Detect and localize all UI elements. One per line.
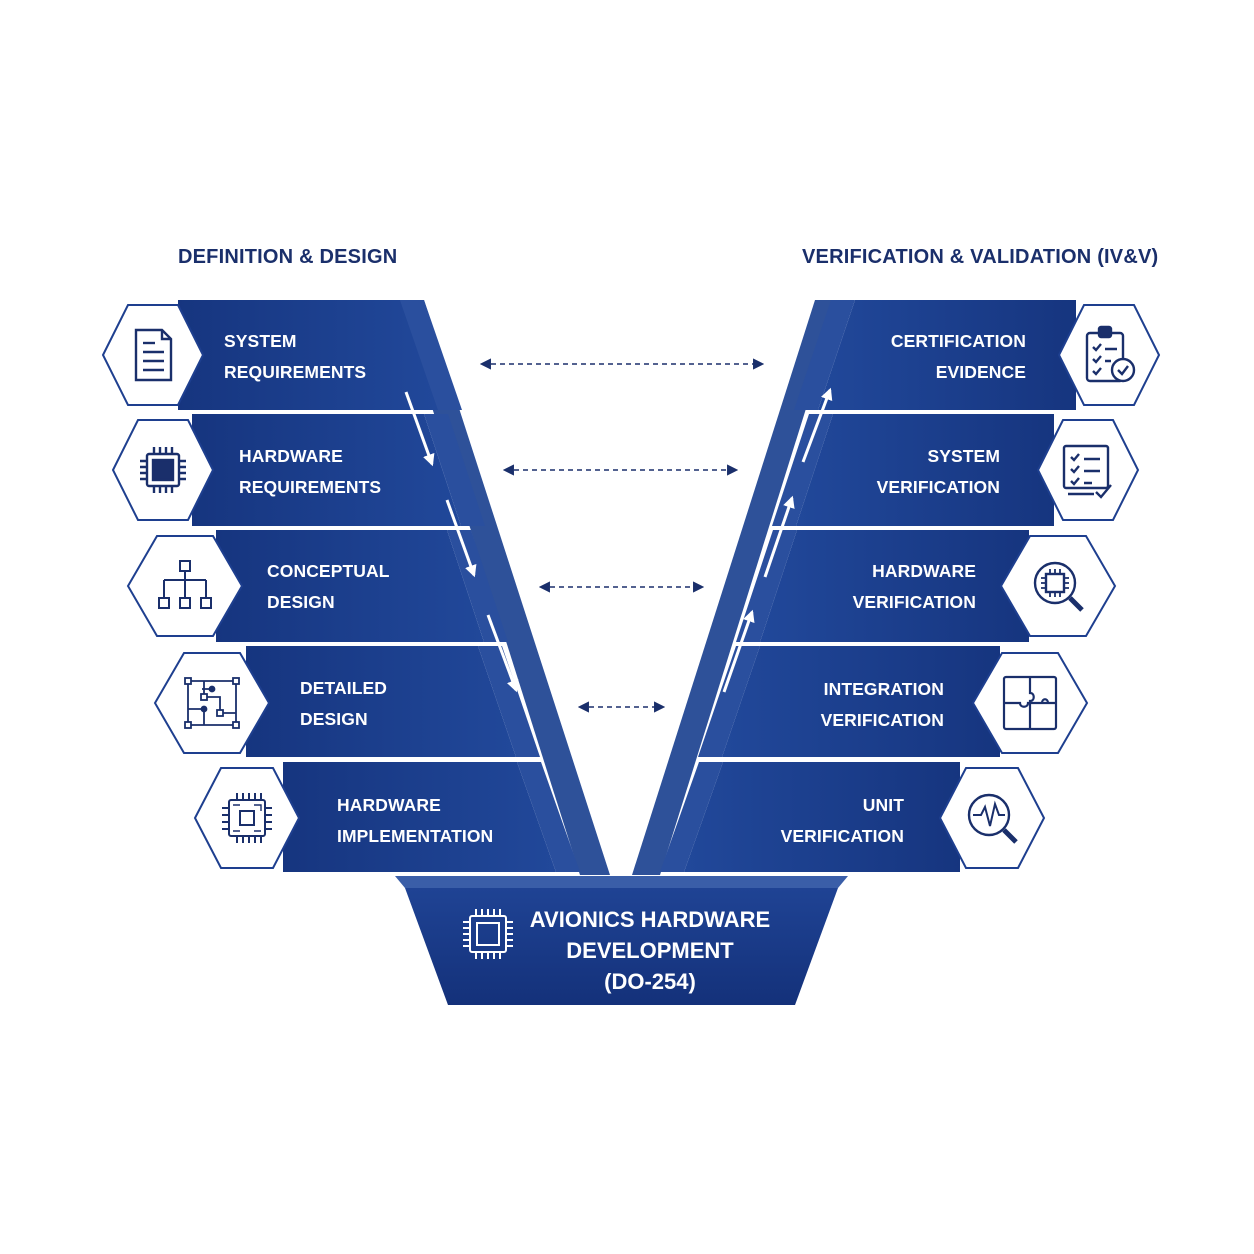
step-label-line1: CERTIFICATION: [890, 331, 1026, 351]
step-label-line2: REQUIREMENTS: [224, 362, 367, 382]
step-label-line2: VERIFICATION: [852, 592, 976, 612]
base-block: [395, 876, 848, 1005]
step-label-line1: DETAILED: [300, 678, 388, 698]
base-title: AVIONICS HARDWARE DEVELOPMENT (DO-254): [520, 904, 780, 997]
hex-integration-verification: [971, 652, 1089, 754]
step-certification-evidence: CERTIFICATION EVIDENCE: [866, 326, 1026, 388]
circuit-board-icon: [222, 793, 272, 843]
step-hardware-verification: HARDWARE VERIFICATION: [816, 556, 976, 618]
step-label-line1: HARDWARE: [872, 561, 976, 581]
hex-system-verification: [1036, 419, 1140, 521]
processor-icon: [463, 909, 513, 959]
left-heading: DEFINITION & DESIGN: [178, 246, 398, 268]
step-system-verification: SYSTEM VERIFICATION: [840, 441, 1000, 503]
flow-arrow-left-1: [404, 391, 435, 467]
base-title-line1: AVIONICS HARDWARE: [529, 907, 771, 932]
step-label-line2: REQUIREMENTS: [239, 477, 382, 497]
flow-arrow-right-1: [722, 609, 755, 693]
step-label-line2: VERIFICATION: [780, 826, 904, 846]
hex-hardware-implementation: [193, 767, 301, 869]
step-hardware-implementation: HARDWARE IMPLEMENTATION: [337, 790, 493, 852]
step-label-line1: SYSTEM: [927, 446, 1000, 466]
step-label-line1: HARDWARE: [239, 446, 343, 466]
step-label-line1: SYSTEM: [224, 331, 297, 351]
hex-unit-verification: [938, 767, 1046, 869]
puzzle-icon: [1002, 675, 1058, 731]
step-detailed-design: DETAILED DESIGN: [300, 673, 387, 735]
step-label-line2: IMPLEMENTATION: [337, 826, 494, 846]
hex-system-requirements: [101, 304, 205, 406]
left-band-3: [216, 530, 508, 642]
step-conceptual-design: CONCEPTUAL DESIGN: [267, 556, 390, 618]
clipboard-check-icon: [1085, 325, 1136, 383]
circuit-icon: [184, 677, 240, 729]
hex-hardware-verification: [999, 535, 1117, 637]
chip-magnifier-icon: [1033, 561, 1084, 612]
base-title-line3: (DO-254): [604, 969, 696, 994]
left-band-1: [178, 300, 462, 410]
hex-certification-evidence: [1057, 304, 1161, 406]
step-label-line1: CONCEPTUAL: [267, 561, 390, 581]
waveform-magnifier-icon: [967, 793, 1018, 844]
hierarchy-icon: [158, 560, 212, 609]
document-icon: [134, 328, 173, 382]
step-label-line2: DESIGN: [300, 709, 368, 729]
flow-arrow-left-2: [445, 499, 477, 578]
step-label-line1: UNIT: [862, 795, 904, 815]
step-hardware-requirements: HARDWARE REQUIREMENTS: [239, 441, 381, 503]
step-label-line2: VERIFICATION: [820, 710, 944, 730]
step-system-requirements: SYSTEM REQUIREMENTS: [224, 326, 366, 388]
left-band-5: [283, 762, 580, 872]
checklist-icon: [1062, 444, 1112, 499]
step-label-line1: INTEGRATION: [823, 679, 944, 699]
left-band-4: [246, 646, 540, 757]
step-label-line2: DESIGN: [267, 592, 335, 612]
right-band-5: [660, 762, 960, 872]
base-title-line2: DEVELOPMENT: [566, 938, 734, 963]
hex-detailed-design: [153, 652, 271, 754]
flow-arrow-right-2: [763, 495, 795, 578]
step-unit-verification: UNIT VERIFICATION: [744, 790, 904, 852]
hex-hardware-requirements: [111, 419, 215, 521]
step-label-line2: EVIDENCE: [935, 362, 1026, 382]
chip-icon: [140, 447, 186, 493]
right-band-1: [794, 300, 1076, 410]
step-label-line2: VERIFICATION: [876, 477, 1000, 497]
step-integration-verification: INTEGRATION VERIFICATION: [784, 674, 944, 736]
step-label-line1: HARDWARE: [337, 795, 441, 815]
right-band-4: [698, 646, 1000, 757]
right-heading: VERIFICATION & VALIDATION (IV&V): [802, 246, 1159, 268]
hex-conceptual-design: [126, 535, 244, 637]
flow-arrow-right-3: [801, 387, 833, 463]
flow-arrow-left-3: [486, 614, 519, 693]
left-band-2: [192, 414, 485, 526]
right-arm-edge: [632, 300, 840, 875]
